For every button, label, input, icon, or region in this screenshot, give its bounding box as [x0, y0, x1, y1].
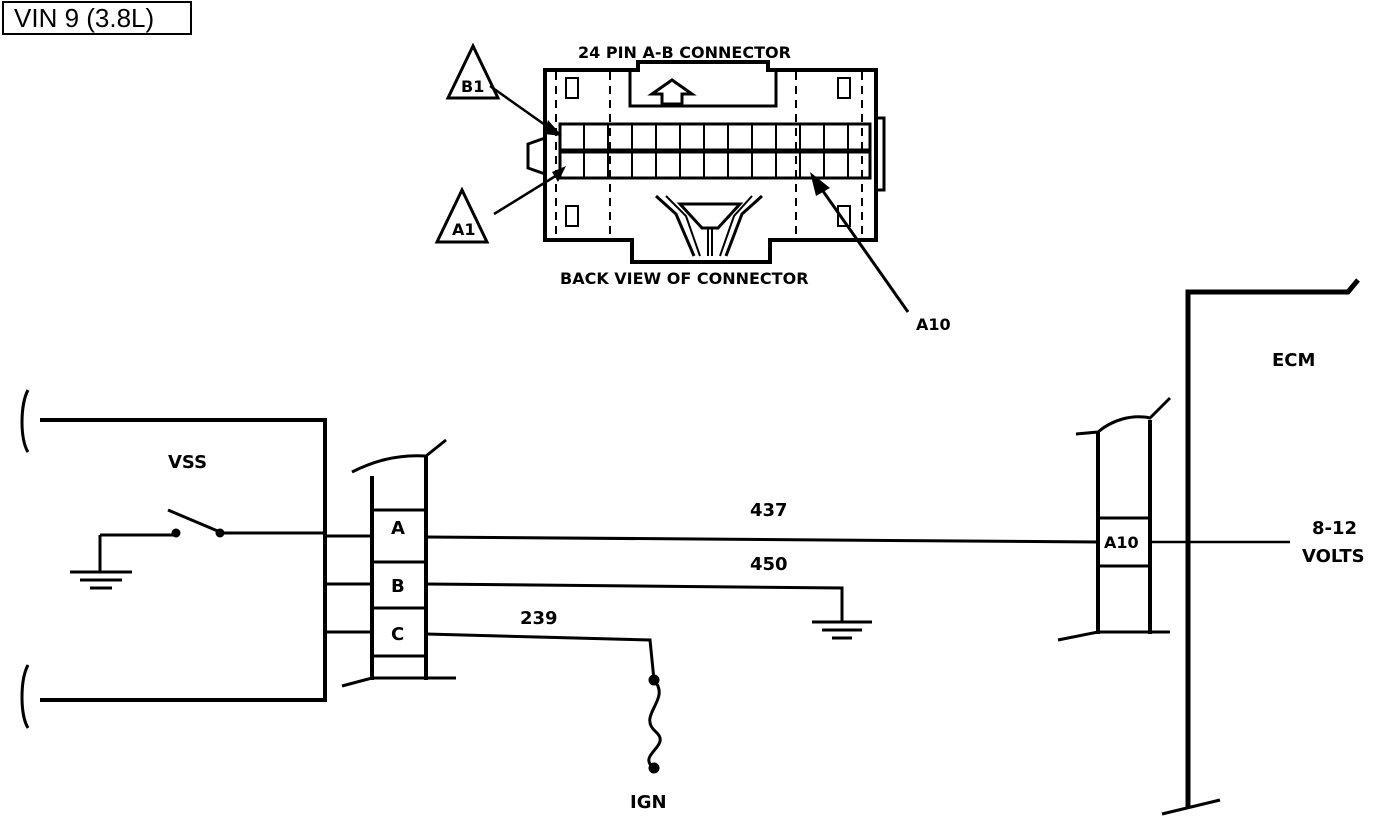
callout-b1: B1 — [445, 42, 562, 136]
svg-text:239: 239 — [520, 608, 558, 629]
svg-text:A10: A10 — [916, 315, 951, 334]
wire-239: 239 — [425, 608, 662, 774]
connector-view-label: BACK VIEW OF CONNECTOR — [560, 269, 809, 288]
ecm-connector: A10 — [1057, 396, 1172, 642]
wire-437: 437 — [425, 500, 1099, 544]
connector-back-view: 24 PIN A-B CONNECTOR — [526, 43, 886, 288]
title-label: VIN 9 (3.8L) — [14, 3, 154, 33]
callout-a1: A1 — [434, 166, 566, 244]
voltage-line1: 8-12 — [1312, 518, 1357, 539]
wire-450: 450 — [425, 554, 872, 640]
svg-text:450: 450 — [750, 554, 788, 575]
svg-text:437: 437 — [750, 500, 788, 521]
connector-title: 24 PIN A-B CONNECTOR — [578, 43, 791, 62]
vss-sensor: VSS — [20, 389, 372, 729]
pin-cells — [583, 124, 849, 178]
ign-label: IGN — [630, 792, 667, 813]
svg-text:B1: B1 — [461, 77, 484, 96]
vss-label: VSS — [168, 452, 207, 473]
callout-a10: A10 — [810, 172, 951, 334]
harness-connector: A B C — [341, 438, 456, 688]
svg-text:A1: A1 — [452, 220, 476, 239]
pin-a-label: A — [391, 518, 405, 539]
voltage-line2: VOLTS — [1302, 546, 1365, 567]
ecm-box: ECM 8-12 VOLTS — [1150, 278, 1365, 816]
pin-c-label: C — [391, 624, 404, 645]
title-box: VIN 9 (3.8L) — [2, 1, 192, 35]
ecm-label: ECM — [1272, 350, 1315, 371]
ecm-pin-label: A10 — [1104, 533, 1139, 552]
pin-b-label: B — [391, 576, 405, 597]
